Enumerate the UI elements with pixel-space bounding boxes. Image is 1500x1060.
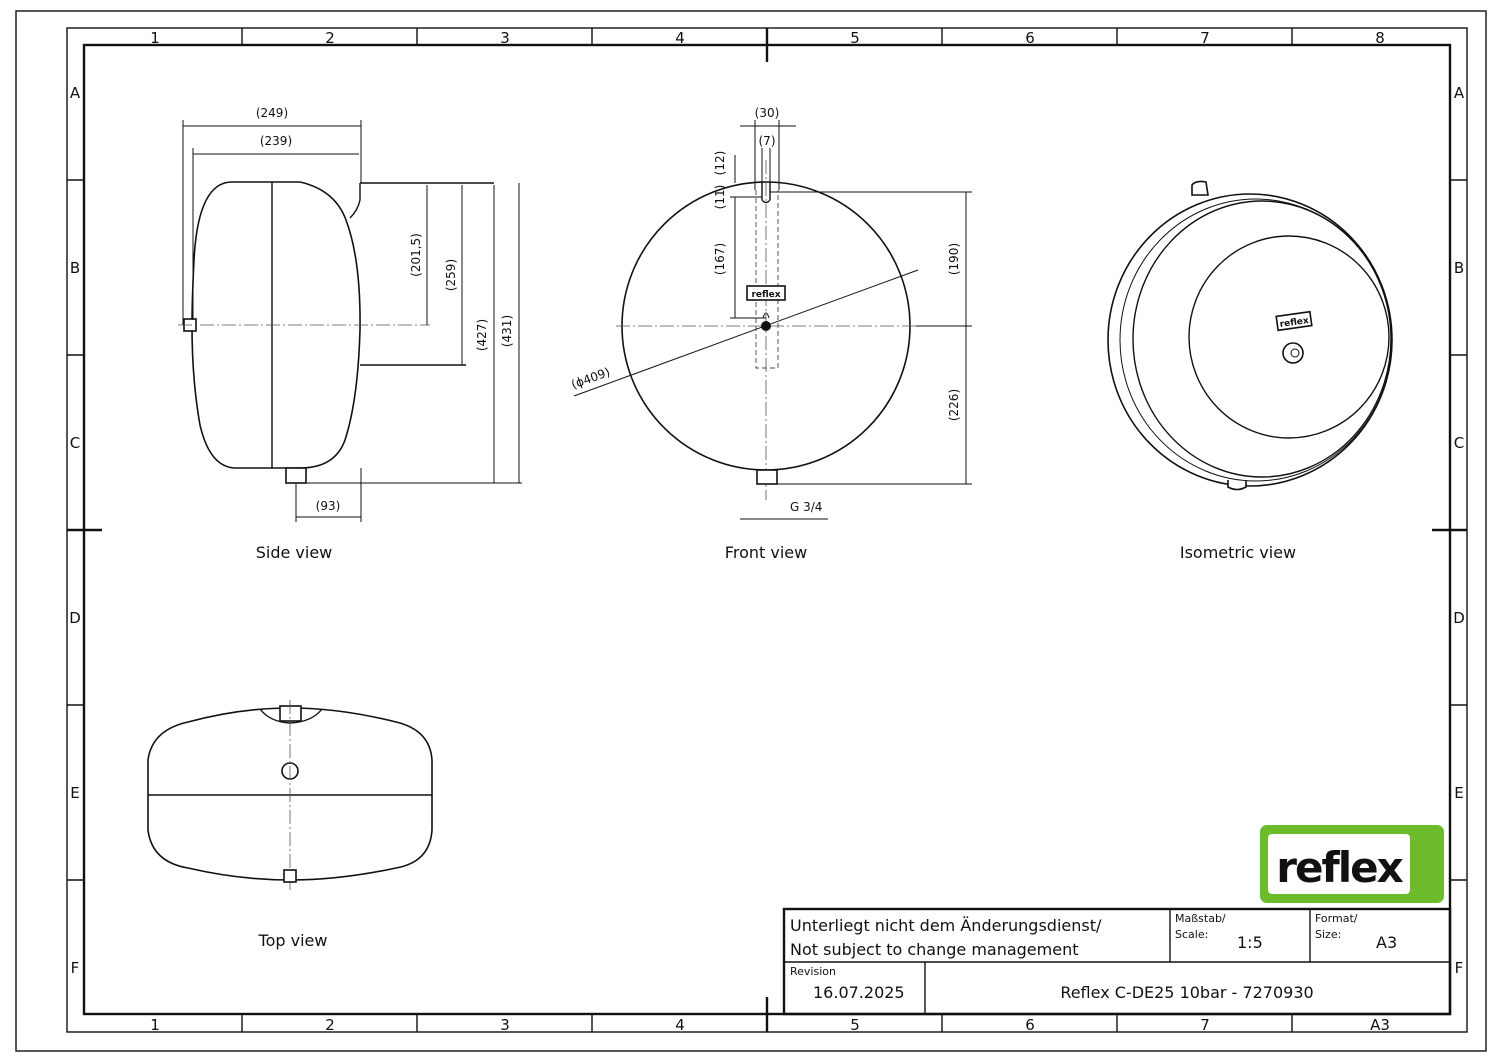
row-label-left-B: B <box>70 259 80 277</box>
iso-vessel-face <box>1188 235 1390 439</box>
dim-side-427: (427) <box>475 319 489 351</box>
dim-front-7: (7) <box>759 134 776 148</box>
title-block: Unterliegt nicht dem Änderungsdienst/ No… <box>782 907 1452 1016</box>
col-label-bottom-4: 4 <box>675 1016 685 1034</box>
row-label-left-C: C <box>70 434 80 452</box>
top-view-label: Top view <box>258 931 328 950</box>
front-view-connection <box>756 469 778 485</box>
col-label-top-8: 8 <box>1375 29 1385 47</box>
front-view-logo-text: reflex <box>751 290 780 300</box>
dim-front-226: (226) <box>947 389 961 421</box>
row-label-right-D: D <box>1453 609 1465 627</box>
col-label-top-2: 2 <box>325 29 335 47</box>
iso-logo-badge <box>1275 310 1313 332</box>
col-label-top-4: 4 <box>675 29 685 47</box>
dim-front-12: (12) <box>713 151 727 176</box>
front-view-valve-hook <box>762 312 770 319</box>
front-view-diameter-line <box>573 269 919 397</box>
iso-connection <box>1227 480 1247 491</box>
col-label-top-7: 7 <box>1200 29 1210 47</box>
dim-front-30: (30) <box>755 106 780 120</box>
row-label-left-A: A <box>70 84 81 102</box>
col-label-top-5: 5 <box>850 29 860 47</box>
dim-side-201-5: (201,5) <box>409 233 423 277</box>
iso-hanger <box>1191 180 1209 196</box>
iso-vessel-ring-2 <box>1132 200 1392 478</box>
title-block-note-en: Not subject to change management <box>790 940 1079 959</box>
top-view: Top view <box>147 700 433 950</box>
col-label-top-3: 3 <box>500 29 510 47</box>
row-label-right-C: C <box>1454 434 1464 452</box>
iso-logo-text: reflex <box>1279 316 1309 330</box>
col-label-bottom-1: 1 <box>150 1016 160 1034</box>
top-view-connection <box>279 705 302 722</box>
col-label-bottom-8: A3 <box>1370 1016 1390 1034</box>
side-view: (249) (239) (201,5) (259) (427) (431) (9… <box>178 106 522 562</box>
reflex-logo-text: reflex <box>1276 843 1403 892</box>
dim-side-93: (93) <box>316 499 341 513</box>
front-view: reflex (30) (7) (12) (11) (167) (190) (2… <box>569 106 972 562</box>
row-label-left-F: F <box>71 959 80 977</box>
reflex-logo: reflex <box>1260 825 1444 903</box>
iso-pressure-valve-inner <box>1290 348 1300 358</box>
col-label-top-1: 1 <box>150 29 160 47</box>
dim-side-259: (259) <box>444 259 458 291</box>
row-label-right-E: E <box>1454 784 1463 802</box>
side-view-bracket <box>343 182 494 366</box>
title-block-revision-label: Revision <box>790 965 836 978</box>
iso-pressure-valve-outer <box>1282 342 1304 364</box>
reflex-logo-panel <box>1268 834 1410 894</box>
title-block-drawing-title: Reflex C-DE25 10bar - 7270930 <box>1060 983 1313 1002</box>
title-block-format-value: A3 <box>1376 933 1397 952</box>
col-label-bottom-7: 7 <box>1200 1016 1210 1034</box>
grid-labels: 1 2 3 4 5 6 7 8 1 2 3 4 5 6 7 A3 A B C D… <box>69 29 1465 1034</box>
isometric-view: reflex Isometric view <box>1107 180 1393 562</box>
dim-front-167: (167) <box>713 243 727 275</box>
front-view-bracket-hidden <box>755 190 779 369</box>
title-block-note-de: Unterliegt nicht dem Änderungsdienst/ <box>790 916 1102 935</box>
title-block-scale-value: 1:5 <box>1237 933 1263 952</box>
front-view-label: Front view <box>725 543 807 562</box>
row-label-left-D: D <box>69 609 81 627</box>
isometric-view-label: Isometric view <box>1180 543 1296 562</box>
dim-front-diameter-409: (ϕ409) <box>569 365 612 392</box>
title-block-scale-label-en: Scale: <box>1175 928 1208 941</box>
title-block-revision-date: 16.07.2025 <box>813 983 905 1002</box>
title-block-format-label-en: Size: <box>1315 928 1341 941</box>
dim-front-190: (190) <box>947 243 961 275</box>
dim-side-239: (239) <box>260 134 292 148</box>
row-label-right-B: B <box>1454 259 1464 277</box>
col-label-bottom-5: 5 <box>850 1016 860 1034</box>
row-label-left-E: E <box>70 784 79 802</box>
grid-ticks <box>67 28 1467 1032</box>
col-label-bottom-3: 3 <box>500 1016 510 1034</box>
title-block-scale-label: Maßstab/ <box>1175 912 1226 925</box>
title-block-format-label: Format/ <box>1315 912 1358 925</box>
row-label-right-A: A <box>1454 84 1465 102</box>
dim-front-thread: G 3/4 <box>790 500 822 514</box>
dim-front-11: (11) <box>713 185 727 210</box>
outer-border <box>15 10 1487 1052</box>
side-view-label: Side view <box>256 543 333 562</box>
row-label-right-F: F <box>1455 959 1464 977</box>
top-view-vent <box>283 869 297 883</box>
col-label-bottom-2: 2 <box>325 1016 335 1034</box>
col-label-bottom-6: 6 <box>1025 1016 1035 1034</box>
col-label-top-6: 6 <box>1025 29 1035 47</box>
dim-side-249: (249) <box>256 106 288 120</box>
dim-side-431: (431) <box>500 315 514 347</box>
side-view-connection <box>285 467 307 484</box>
front-view-logo-badge <box>746 285 786 301</box>
grid-frame <box>66 27 1468 1033</box>
iso-vessel-ring-1 <box>1119 198 1393 482</box>
